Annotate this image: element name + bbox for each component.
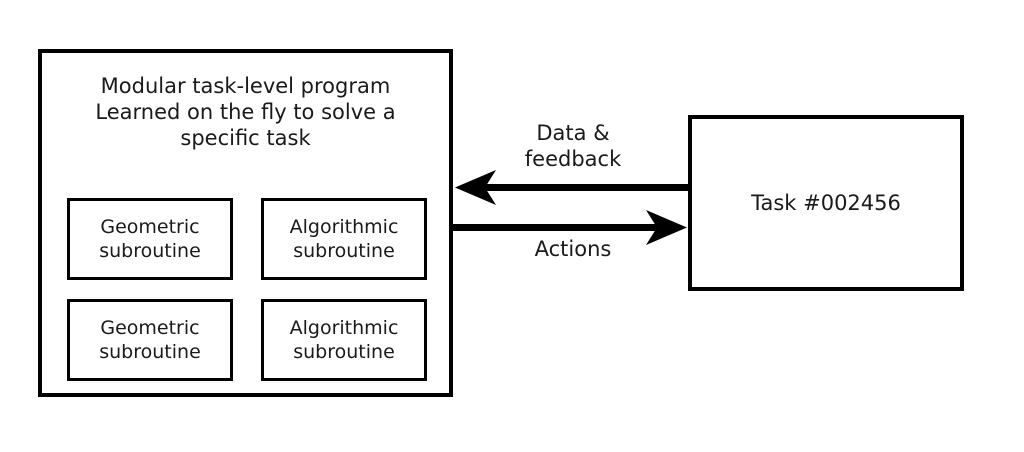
subroutine-box-algorithmic-1: Algorithmic subroutine [261,198,427,280]
subroutine-box-geometric-2: Geometric subroutine [67,299,233,381]
subroutine-label: Geometric subroutine [99,317,201,363]
subroutine-label: Geometric subroutine [99,216,201,262]
task-label: Task #002456 [751,191,901,215]
task-box: Task #002456 [688,115,964,291]
data-feedback-arrow-head [455,170,496,205]
actions-arrow-label: Actions [534,237,612,261]
subroutine-box-algorithmic-2: Algorithmic subroutine [261,299,427,381]
program-box: Modular task-level program Learned on th… [38,49,453,397]
data-feedback-arrow-label: Data & feedback [524,121,622,171]
subroutine-box-geometric-1: Geometric subroutine [67,198,233,280]
subroutine-label: Algorithmic subroutine [289,216,399,262]
subroutine-label: Algorithmic subroutine [289,317,399,363]
program-title: Modular task-level program Learned on th… [95,74,396,150]
data-feedback-arrow [455,170,688,205]
